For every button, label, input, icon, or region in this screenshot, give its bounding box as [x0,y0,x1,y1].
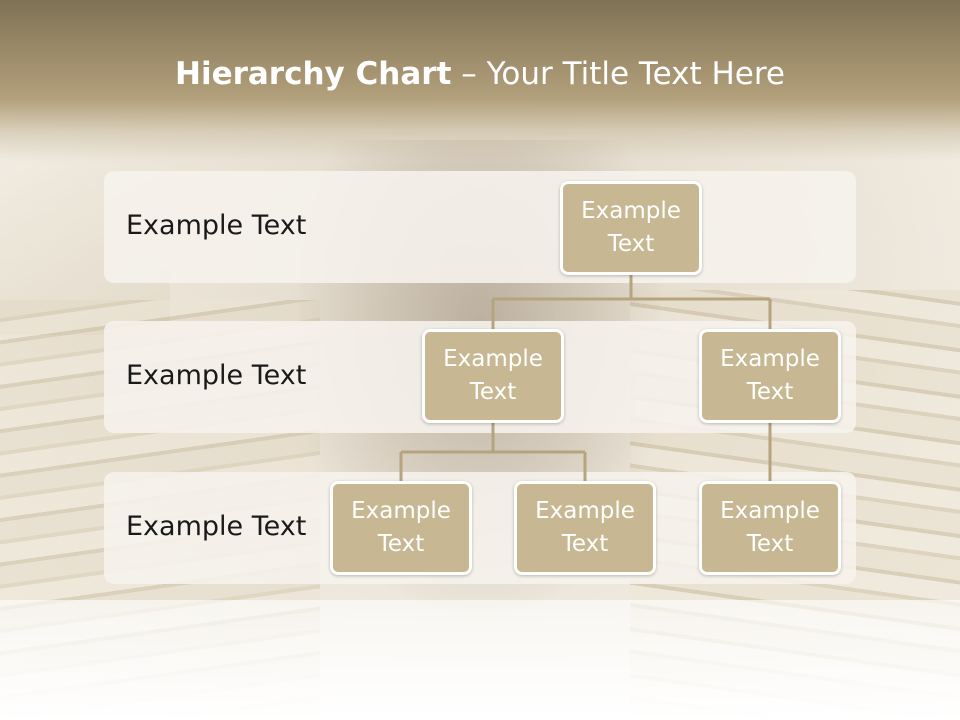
slide-title-bold: Hierarchy Chart [175,56,452,92]
background-table [0,600,960,720]
level-label-2: Example Text [126,360,307,391]
node-level3-a[interactable]: Example Text [330,481,472,575]
node-level2-right[interactable]: Example Text [699,329,841,423]
level-label-3: Example Text [126,511,307,542]
level-label-1: Example Text [126,210,307,241]
node-level3-c-label: Example Text [720,498,820,557]
node-level3-c[interactable]: Example Text [699,481,841,575]
node-level2-left-label: Example Text [443,346,543,405]
node-level2-right-label: Example Text [720,346,820,405]
slide-title: Hierarchy Chart – Your Title Text Here [0,56,960,92]
node-root[interactable]: Example Text [560,181,702,275]
node-level2-left[interactable]: Example Text [422,329,564,423]
node-level3-b-label: Example Text [535,498,635,557]
node-root-label: Example Text [581,198,681,257]
level-band-1 [104,171,856,283]
title-banner [0,0,960,160]
node-level3-a-label: Example Text [351,498,451,557]
slide-title-rest: – Your Title Text Here [451,56,785,92]
node-level3-b[interactable]: Example Text [514,481,656,575]
